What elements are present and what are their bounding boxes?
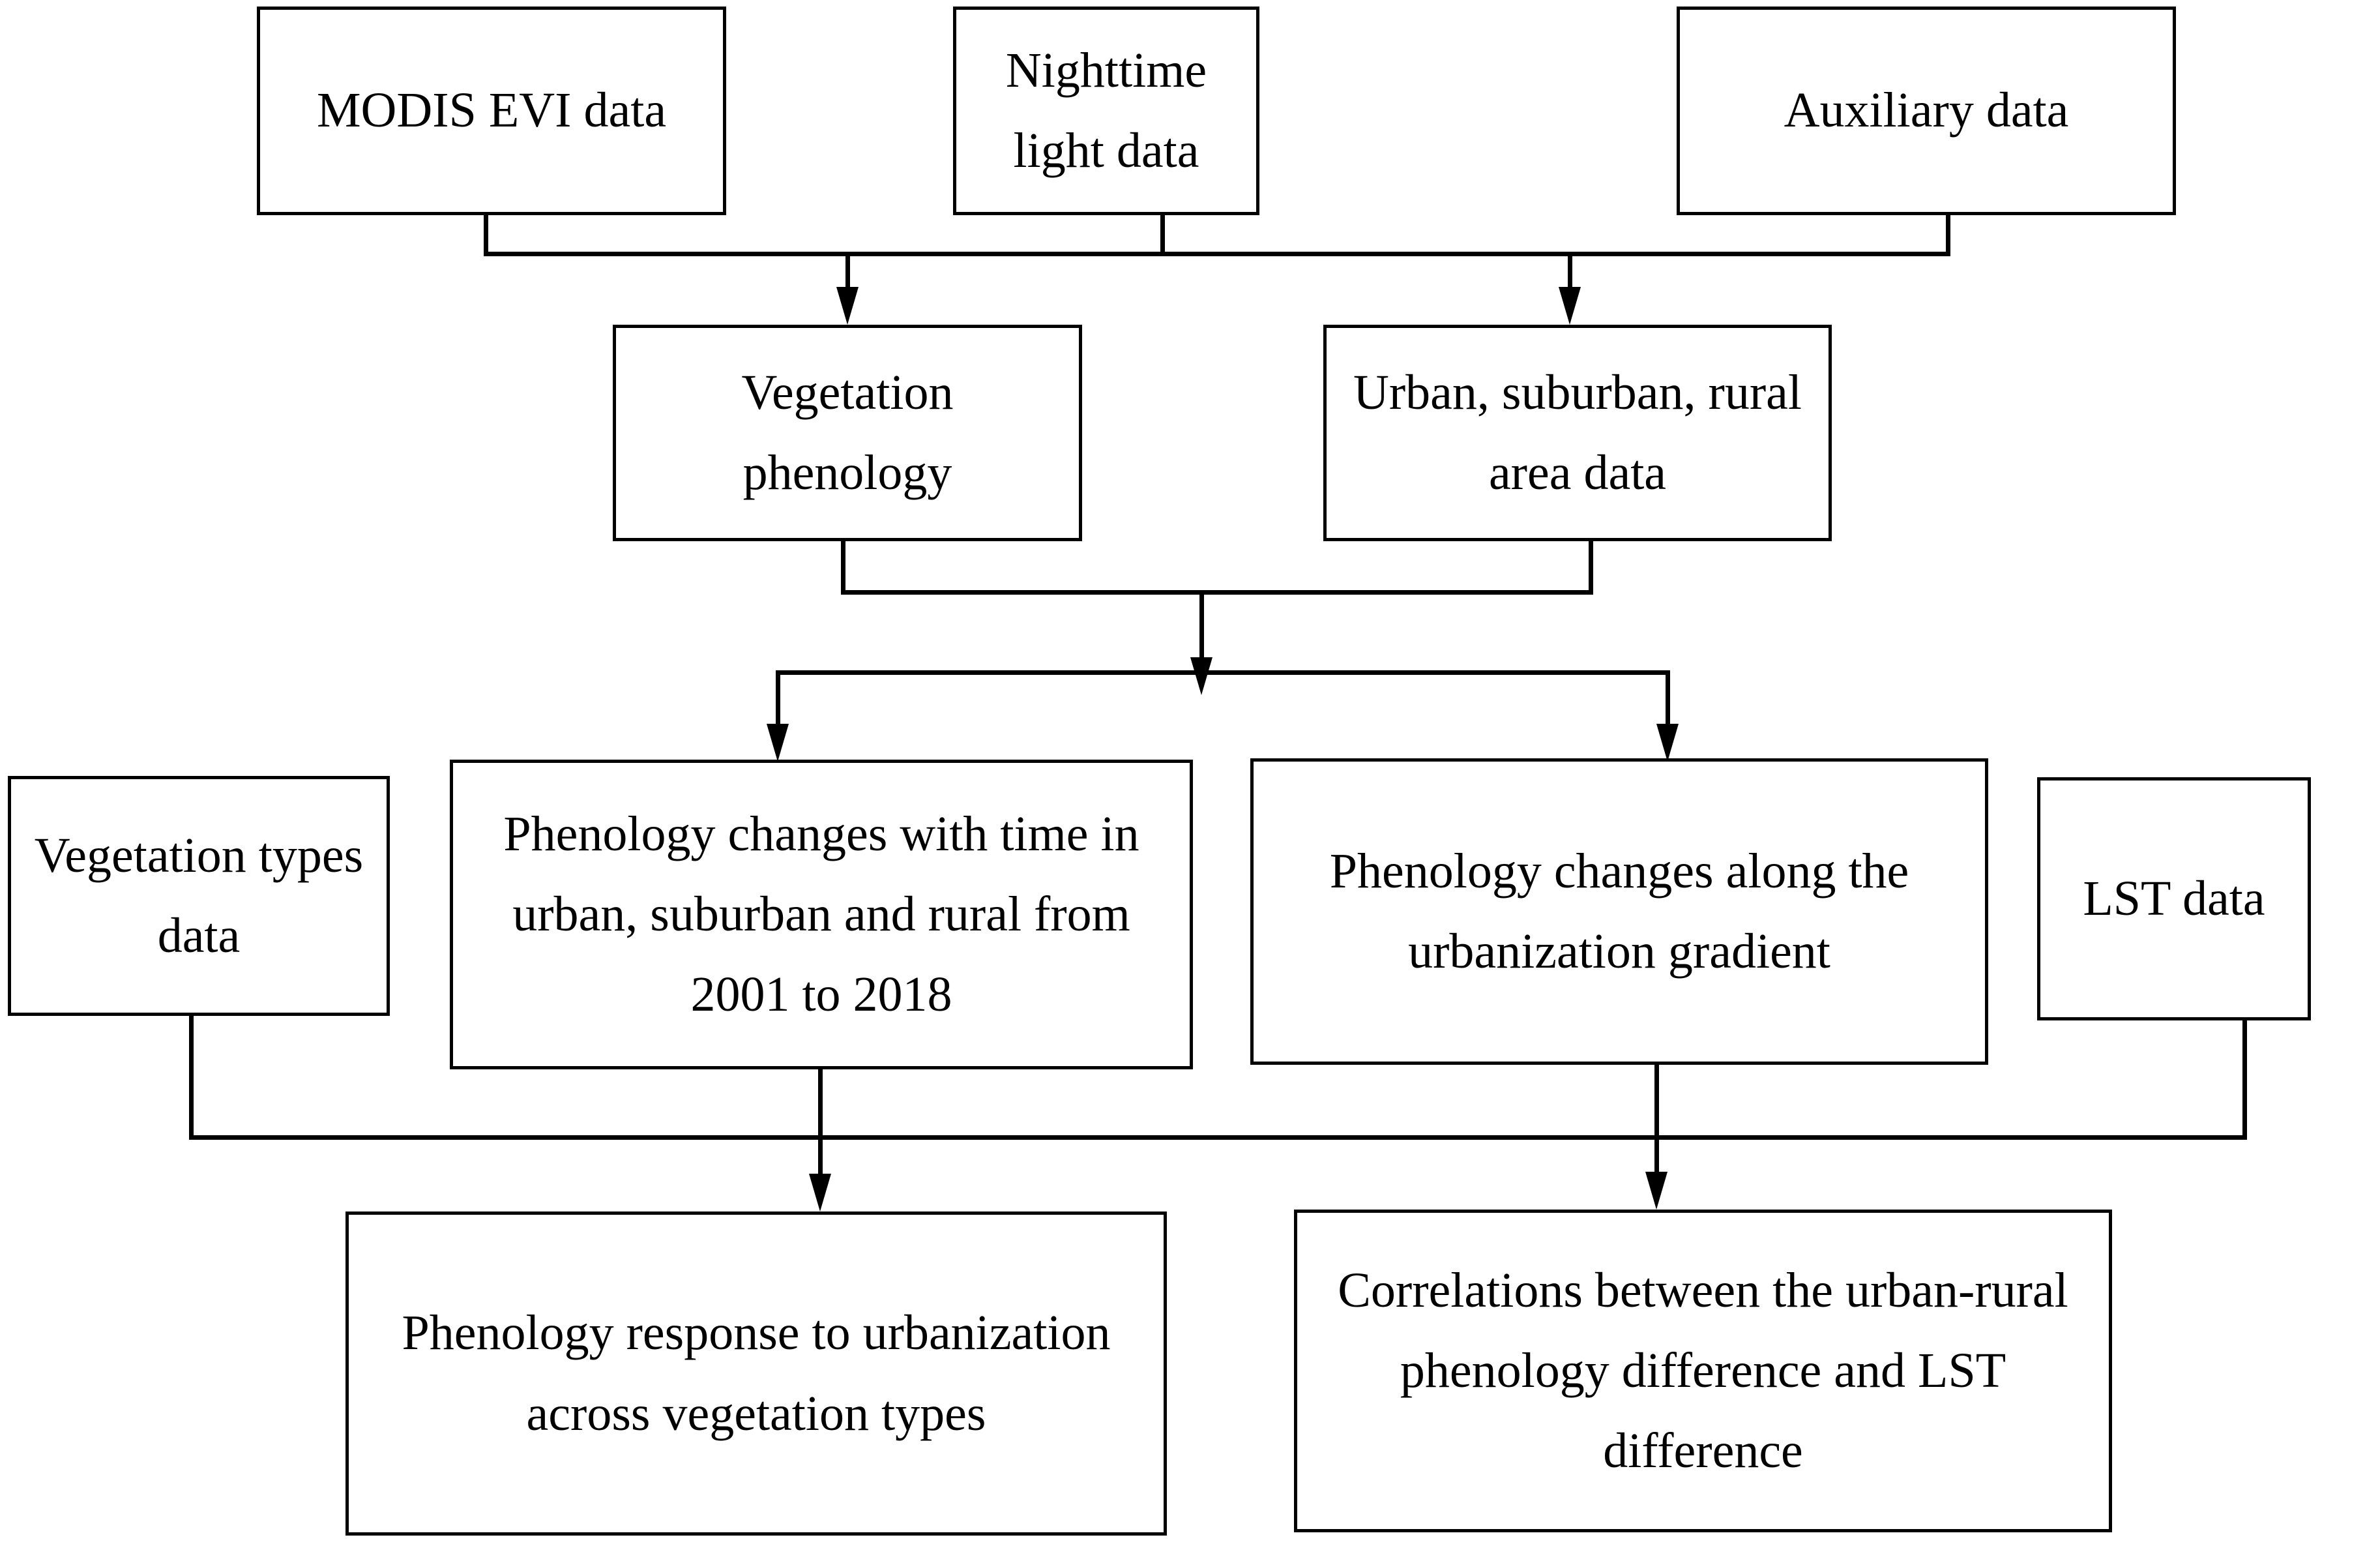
edge-split-to-phenology-changes-with-time bbox=[776, 670, 780, 729]
arrowhead-to-phenology-response bbox=[809, 1174, 831, 1212]
node-phenology-response-to-urbanization[interactable]: Phenology response to urbanization acros… bbox=[345, 1212, 1167, 1536]
arrowhead-to-phenology-changes-along-gradient bbox=[1656, 724, 1679, 762]
node-vegetation-types-data-label: Vegetation types data bbox=[34, 827, 364, 963]
node-lst-data[interactable]: LST data bbox=[2037, 777, 2311, 1020]
arrowhead-row2-trunk bbox=[1190, 657, 1212, 695]
node-phenology-changes-with-time-label: Phenology changes with time in urban, su… bbox=[503, 806, 1139, 1022]
edge-split-to-phenology-changes-along-gradient bbox=[1666, 670, 1670, 729]
edge-bus-to-urban-suburban bbox=[1568, 252, 1572, 288]
node-phenology-changes-along-gradient[interactable]: Phenology changes along the urbanization… bbox=[1250, 758, 1988, 1065]
edge-modis-dropstub bbox=[484, 215, 488, 256]
edge-auxiliary-dropstub bbox=[1946, 215, 1950, 256]
node-urban-suburban-rural-area-data[interactable]: Urban, suburban, rural area data bbox=[1323, 325, 1832, 541]
node-phenology-changes-with-time[interactable]: Phenology changes with time in urban, su… bbox=[450, 760, 1193, 1069]
arrowhead-to-phenology-changes-with-time bbox=[767, 724, 789, 762]
edge-row1-merge-bus bbox=[484, 252, 1950, 256]
node-vegetation-phenology-label: Vegetation phenology bbox=[741, 364, 954, 500]
arrowhead-to-correlations bbox=[1645, 1172, 1667, 1210]
node-modis-evi-data[interactable]: MODIS EVI data bbox=[257, 7, 726, 215]
arrowhead-to-vegetation-phenology bbox=[836, 287, 859, 325]
node-phenology-changes-along-gradient-label: Phenology changes along the urbanization… bbox=[1329, 843, 1909, 979]
edge-row2-merge-bus bbox=[841, 590, 1593, 595]
edge-urban-suburban-dropstub bbox=[1589, 541, 1593, 593]
node-modis-evi-data-label: MODIS EVI data bbox=[316, 83, 667, 138]
edge-bus-to-vegetation-phenology bbox=[845, 252, 850, 288]
node-urban-suburban-rural-area-data-label: Urban, suburban, rural area data bbox=[1353, 364, 1802, 500]
node-nighttime-light-data[interactable]: Nighttime light data bbox=[953, 7, 1259, 215]
node-lst-data-label: LST data bbox=[2083, 870, 2265, 926]
edge-vegetation-phenology-dropstub bbox=[841, 541, 845, 593]
node-phenology-response-to-urbanization-label: Phenology response to urbanization acros… bbox=[402, 1305, 1111, 1441]
edge-row2-trunk bbox=[1199, 590, 1204, 662]
edge-lst-data-dropstub bbox=[2242, 1020, 2247, 1140]
node-vegetation-phenology[interactable]: Vegetation phenology bbox=[613, 325, 1082, 541]
edge-nighttime-dropstub bbox=[1160, 215, 1165, 256]
node-nighttime-light-data-label: Nighttime light data bbox=[1005, 42, 1207, 178]
node-vegetation-types-data[interactable]: Vegetation types data bbox=[8, 776, 390, 1016]
edge-row3-split-bus bbox=[776, 670, 1670, 675]
node-auxiliary-data-label: Auxiliary data bbox=[1784, 83, 2069, 138]
arrowhead-to-urban-suburban bbox=[1559, 287, 1581, 325]
node-correlations-phenology-lst-label: Correlations between the urban-rural phe… bbox=[1338, 1262, 2068, 1479]
edge-phenology-changes-along-gradient-to-correlations bbox=[1654, 1065, 1659, 1198]
edge-vegetation-types-dropstub bbox=[189, 1016, 194, 1140]
node-correlations-phenology-lst[interactable]: Correlations between the urban-rural phe… bbox=[1294, 1210, 2112, 1532]
edge-row3-bottom-bus bbox=[189, 1135, 2247, 1140]
node-auxiliary-data[interactable]: Auxiliary data bbox=[1677, 7, 2176, 215]
edge-phenology-changes-with-time-to-response bbox=[818, 1069, 823, 1200]
